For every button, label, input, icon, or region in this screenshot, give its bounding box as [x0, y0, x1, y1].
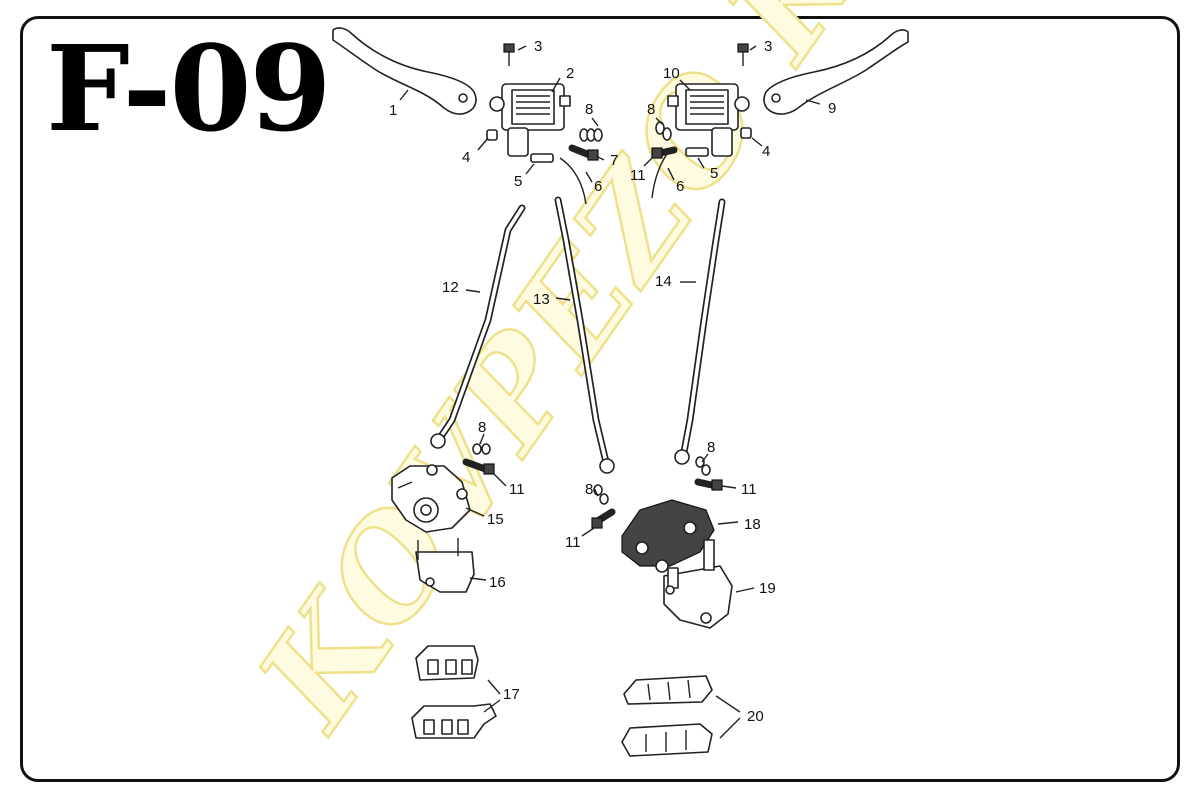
callout-12: 12 [442, 279, 459, 296]
callout-8-mid-right: 8 [707, 439, 715, 456]
right-brake-lever [763, 29, 909, 115]
brake-pad-17-bottom [411, 703, 497, 739]
washers-8-mid-right [695, 456, 711, 476]
right-caliper [621, 499, 715, 573]
switch-5-right [685, 147, 709, 157]
callout-5-right: 5 [710, 165, 718, 182]
brake-hose-14 [674, 198, 726, 465]
bolt-3-right [737, 43, 749, 66]
brake-hose-13 [554, 196, 615, 474]
switch-5-left [530, 153, 554, 163]
banjo-bolt-11-top [651, 146, 678, 159]
diagram-frame [20, 16, 1180, 782]
callout-11-center: 11 [565, 534, 581, 551]
callout-11-mid-right: 11 [741, 481, 757, 498]
nut-4-right [740, 127, 752, 139]
washers-8-mid-left [472, 443, 491, 455]
washers-8-center [593, 484, 609, 505]
callout-4-right: 4 [762, 143, 770, 160]
callout-8-mid-left: 8 [478, 419, 486, 436]
callout-6-right: 6 [676, 178, 684, 195]
callout-1: 1 [389, 102, 397, 119]
callout-7: 7 [610, 152, 618, 169]
callout-20: 20 [747, 708, 764, 725]
callout-8-top-right: 8 [647, 101, 655, 118]
callout-18: 18 [744, 516, 761, 533]
washers-8-top-right [655, 121, 672, 141]
callout-2: 2 [566, 65, 574, 82]
callout-19: 19 [759, 580, 776, 597]
wire-6-left [559, 157, 587, 205]
washers-8-top-left [579, 128, 603, 142]
banjo-bolt-11-mid-left [462, 458, 495, 475]
callout-11-mid-left: 11 [509, 481, 525, 498]
right-master-cylinder [667, 83, 750, 157]
left-master-cylinder [489, 83, 571, 157]
callout-9: 9 [828, 100, 836, 117]
callout-3-right: 3 [764, 38, 772, 55]
bolt-3-left [503, 43, 515, 66]
callout-11-top: 11 [630, 167, 646, 184]
nut-4-left [486, 129, 498, 141]
watermark-text: KOVPEZO KFT. [227, 0, 1026, 757]
callout-15: 15 [487, 511, 504, 528]
callout-labels: 1 2 3 3 4 4 5 5 6 6 7 8 8 8 8 8 9 10 11 … [389, 38, 836, 725]
brake-pad-20-top [623, 675, 713, 705]
watermark: KOVPEZO KFT. [226, 0, 1027, 758]
banjo-bolt-7 [568, 144, 599, 161]
callout-8-center: 8 [585, 481, 593, 498]
brake-pad-17-top [415, 645, 479, 681]
banjo-bolt-11-center [591, 508, 616, 529]
callout-10: 10 [663, 65, 680, 82]
callout-13: 13 [533, 291, 550, 308]
left-caliper [391, 464, 471, 533]
callout-5-left: 5 [514, 173, 522, 190]
left-brake-lever [332, 27, 477, 115]
right-caliper-bracket [663, 539, 733, 629]
left-caliper-bracket [415, 538, 475, 593]
callout-3-left: 3 [534, 38, 542, 55]
callout-14: 14 [655, 273, 672, 290]
brake-pad-20-bottom [621, 723, 713, 757]
callout-16: 16 [489, 574, 506, 591]
page-code: F-09 [46, 19, 332, 158]
callout-17: 17 [503, 686, 520, 703]
callout-8-top-left: 8 [585, 101, 593, 118]
leader-lines [399, 45, 821, 739]
callout-6-left: 6 [594, 178, 602, 195]
callout-4-left: 4 [462, 149, 470, 166]
brake-hose-12 [430, 204, 526, 449]
banjo-bolt-11-mid-right [694, 478, 723, 491]
